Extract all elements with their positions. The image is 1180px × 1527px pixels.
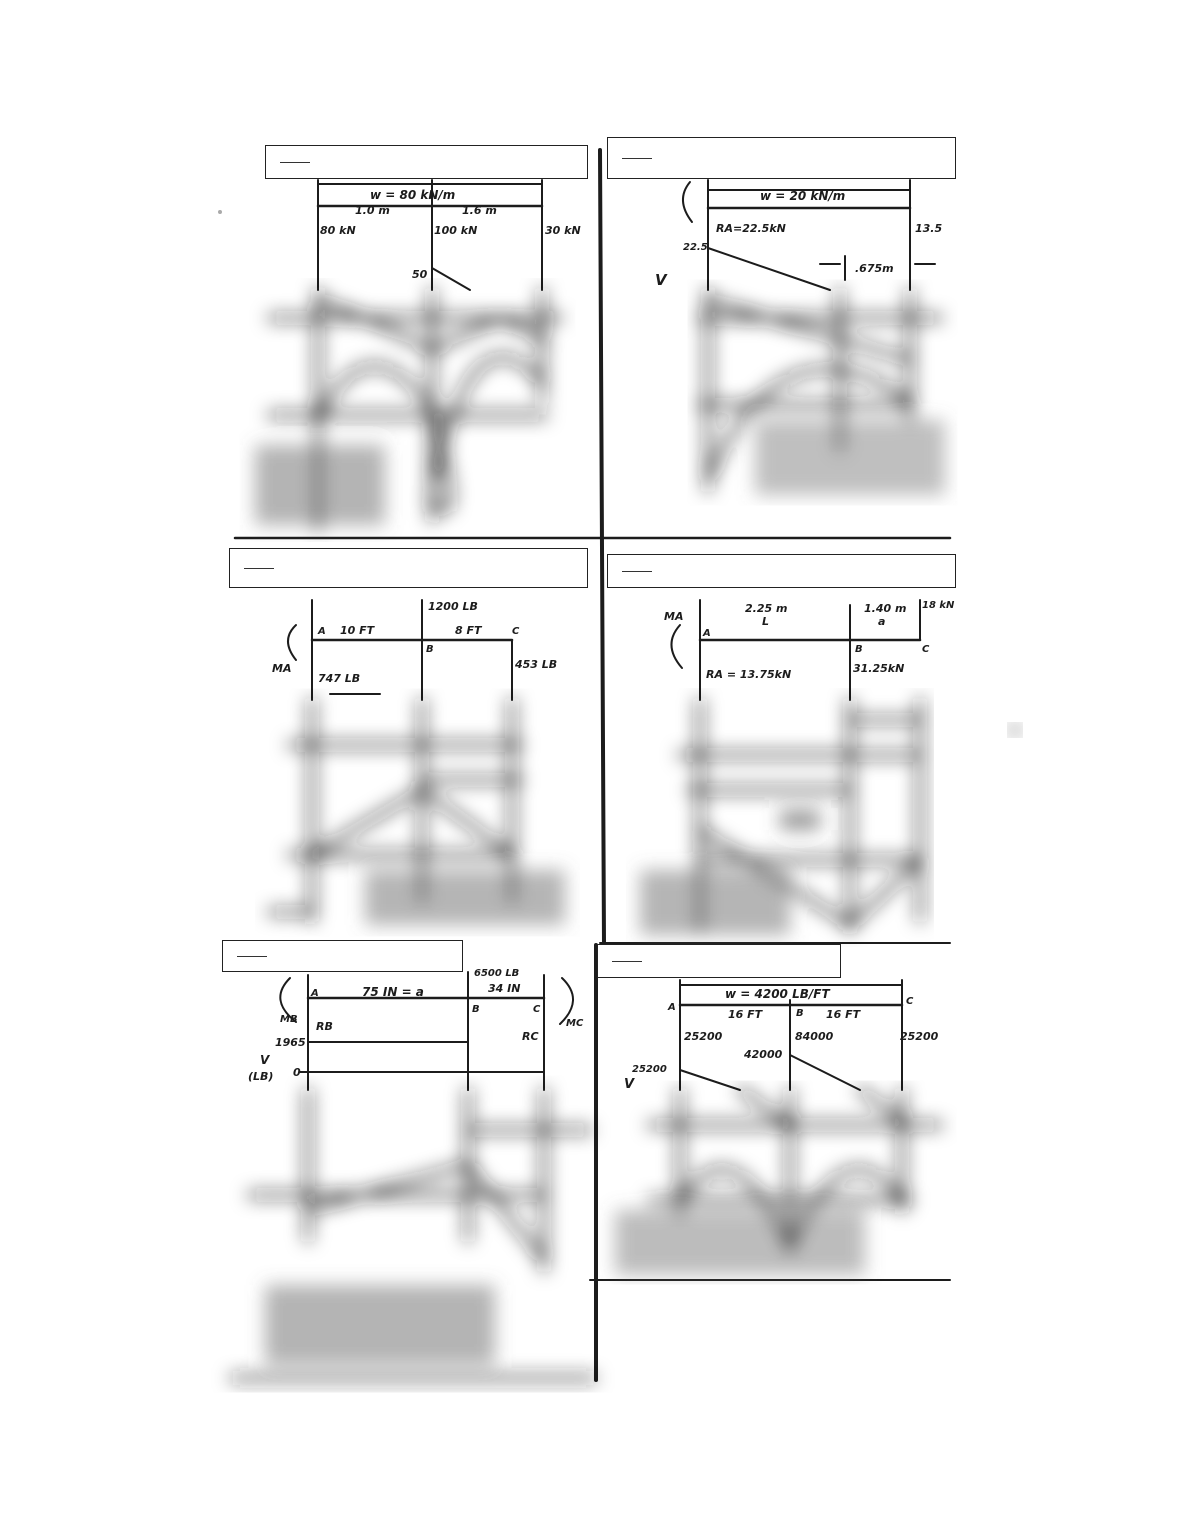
span-label: 10 FT: [340, 624, 376, 637]
panel-2-sharp: w = 20 kN/m RA=22.5kN 13.5 22.5 .675m V: [655, 179, 942, 291]
span-label: 16 FT: [728, 1008, 764, 1021]
moment-label: MB: [280, 1014, 298, 1025]
problem-label-box-1[interactable]: [265, 145, 588, 179]
point-label: A: [310, 988, 319, 999]
reaction-label: RB: [316, 1020, 333, 1033]
distance-label: .675m: [855, 262, 894, 275]
moment-label: MA: [272, 662, 291, 675]
load-label: w = 80 kN/m: [370, 188, 455, 202]
span-label: 16 FT: [826, 1008, 862, 1021]
point-label: B: [855, 644, 863, 655]
point-label: B: [472, 1004, 480, 1015]
span-label: 8 FT: [455, 624, 483, 637]
reaction-label: 13.5: [915, 222, 942, 235]
point-label: A: [667, 1002, 676, 1013]
shear-value-label: 25200: [632, 1064, 667, 1075]
reaction-label: 25200: [684, 1030, 723, 1043]
point-label: C: [533, 1004, 541, 1015]
reaction-label: RC: [522, 1030, 539, 1043]
reaction-label: 31.25kN: [853, 662, 904, 675]
reaction-label: 747 LB: [318, 672, 360, 685]
point-label: B: [426, 644, 434, 655]
point-label: C: [906, 996, 914, 1007]
axis-unit-label: (LB): [248, 1070, 273, 1083]
problem-label-box-2[interactable]: [607, 137, 956, 179]
axis-label: V: [624, 1077, 635, 1092]
label-dash: [622, 158, 652, 159]
panel-6-sharp: w = 4200 LB/FT A B C 16 FT 16 FT 25200 8…: [624, 979, 939, 1092]
problem-label-box-5[interactable]: [222, 940, 463, 972]
load-label: w = 20 kN/m: [760, 189, 845, 203]
panel-5-blurred-diagrams: [230, 1087, 596, 1381]
panel-1-blurred-diagrams: [255, 287, 563, 533]
label-dash: [244, 568, 274, 569]
moment-label: MC: [566, 1018, 584, 1029]
page-dividers: [233, 148, 952, 1382]
axis-zero-label: 0: [293, 1066, 301, 1079]
shear-value-label: 1965: [275, 1036, 306, 1049]
span-label: a: [878, 615, 885, 628]
panel-4-sharp: MA 2.25 m L 1.40 m a 18 kN A B C RA = 13…: [664, 599, 955, 701]
label-dash: [237, 956, 267, 957]
scan-smudge: [1008, 723, 1022, 737]
problem-label-box-4[interactable]: [607, 554, 956, 588]
reaction-label: 80 kN: [320, 224, 356, 237]
reaction-label: 25200: [900, 1030, 939, 1043]
moment-label: MA: [664, 610, 683, 623]
panel-3-sharp: 1200 LB A B C 10 FT 8 FT MA 747 LB 453 L…: [272, 599, 557, 701]
point-label: A: [702, 628, 711, 639]
panel-6-blurred-diagrams: [615, 1087, 943, 1275]
point-label: A: [317, 626, 326, 637]
load-label: 1200 LB: [428, 600, 478, 613]
point-label: C: [922, 644, 930, 655]
span-label: 2.25 m: [745, 602, 787, 615]
shear-value-label: 22.5: [683, 242, 708, 253]
span-label: 1.0 m: [355, 204, 390, 217]
span-label: 75 IN = a: [362, 985, 424, 999]
problem-label-box-3[interactable]: [229, 548, 588, 588]
axis-label: V: [655, 271, 668, 289]
label-dash: [280, 162, 310, 163]
scan-speck: [218, 210, 222, 214]
reaction-label: 84000: [795, 1030, 834, 1043]
shear-value-label: 50: [412, 268, 428, 281]
panel-3-blurred-diagrams: [267, 697, 565, 925]
reaction-label: RA = 13.75kN: [706, 668, 791, 681]
shear-value-label: 42000: [743, 1048, 783, 1061]
reaction-label: 453 LB: [514, 658, 557, 671]
load-label: w = 4200 LB/FT: [725, 987, 830, 1001]
load-label: 6500 LB: [474, 968, 519, 979]
panel-1-sharp: w = 80 kN/m 1.0 m 1.6 m 80 kN 100 kN 30 …: [316, 179, 581, 291]
reaction-label: 100 kN: [434, 224, 477, 237]
load-label: 18 kN: [922, 600, 955, 611]
reaction-label: 30 kN: [545, 224, 581, 237]
reaction-label: RA=22.5kN: [716, 222, 786, 235]
span-label: L: [762, 615, 769, 628]
panel-2-blurred-diagrams: [697, 287, 945, 495]
point-label: C: [512, 626, 520, 637]
problem-label-box-6[interactable]: [597, 944, 841, 978]
label-dash: [612, 961, 642, 962]
label-dash: [622, 571, 652, 572]
axis-label: V: [260, 1053, 271, 1067]
panel-4-blurred-diagrams: [640, 697, 923, 935]
span-label: 34 IN: [488, 982, 520, 995]
point-label: B: [796, 1008, 804, 1019]
panel-5-sharp: 75 IN = a 6500 LB 34 IN A B C MB MC RB R…: [248, 968, 584, 1091]
span-label: 1.6 m: [462, 204, 497, 217]
span-label: 1.40 m: [864, 602, 906, 615]
